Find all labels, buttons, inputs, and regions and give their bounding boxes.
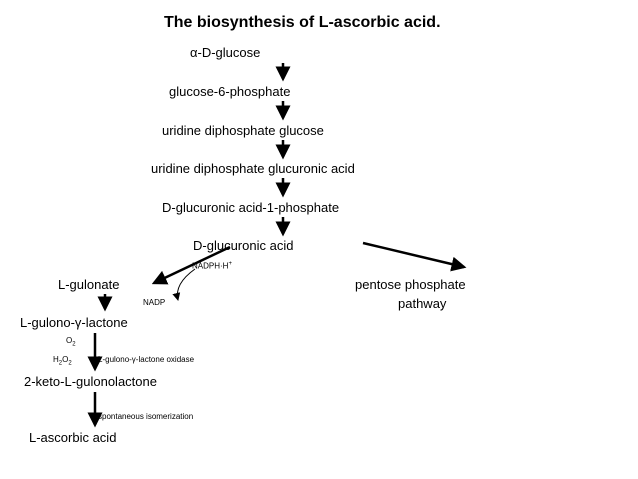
node-udp-glucose: uridine diphosphate glucose [162, 123, 324, 138]
node-l-ascorbic-acid: L-ascorbic acid [29, 430, 117, 445]
step-label: spontaneous isomerization [98, 412, 194, 421]
reagent-oxygen: O2 [66, 336, 76, 348]
node-d-glucuronic-acid-1-phosphate: D-glucuronic acid-1-phosphate [162, 200, 340, 215]
node-glucose-6-phosphate: glucose-6-phosphate [169, 84, 291, 99]
diagram-title: The biosynthesis of L-ascorbic acid. [164, 14, 441, 31]
node-d-glucuronic-acid: D-glucuronic acid [193, 238, 294, 253]
cofactor-curve [172, 268, 196, 301]
reagent-hydrogen-peroxide: H2O2 [53, 355, 72, 367]
cofactor-nadp: NADP [143, 298, 166, 307]
arrow-to-gulonate [151, 245, 231, 285]
node-2-keto-l-gulonolactone: 2-keto-L-gulonolactone [24, 374, 157, 389]
cofactor-nadph: NADPH·H+ [192, 261, 232, 271]
node-l-gulono-lactone: L-gulono-γ-lactone [20, 315, 128, 330]
node-udp-glucuronic-acid: uridine diphosphate glucuronic acid [151, 161, 355, 176]
arrow-to-pentose [362, 241, 467, 272]
node-pentose-phosphate: pentose phosphate [355, 277, 466, 292]
node-pentose-pathway: pathway [398, 296, 447, 311]
enzyme-label: L-gulono-γ-lactone oxidase [98, 355, 195, 364]
node-l-gulonate: L-gulonate [58, 277, 120, 292]
node-alpha-d-glucose: α-D-glucose [190, 45, 261, 60]
